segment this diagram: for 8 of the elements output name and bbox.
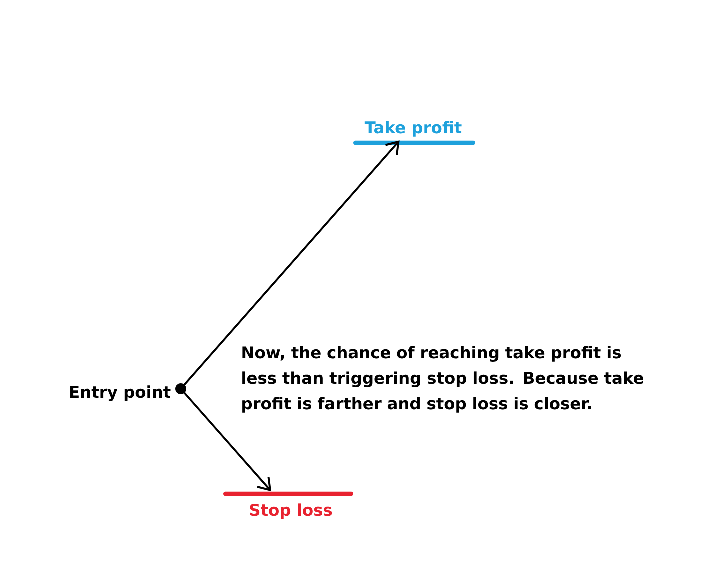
- node-label: Entry point: [70, 386, 171, 402]
- arrow: [184, 392, 272, 492]
- node-label: Stop loss: [250, 504, 332, 520]
- price-level: Stop loss: [224, 492, 354, 520]
- price-level: Take profit: [354, 121, 476, 146]
- note-text: Now, the chance of reaching take profit is less than triggering stop loss. Because take profit is farther and stop loss is closer.: [242, 346, 644, 413]
- arrow: [184, 140, 400, 386]
- node-label: Take profit: [364, 121, 462, 137]
